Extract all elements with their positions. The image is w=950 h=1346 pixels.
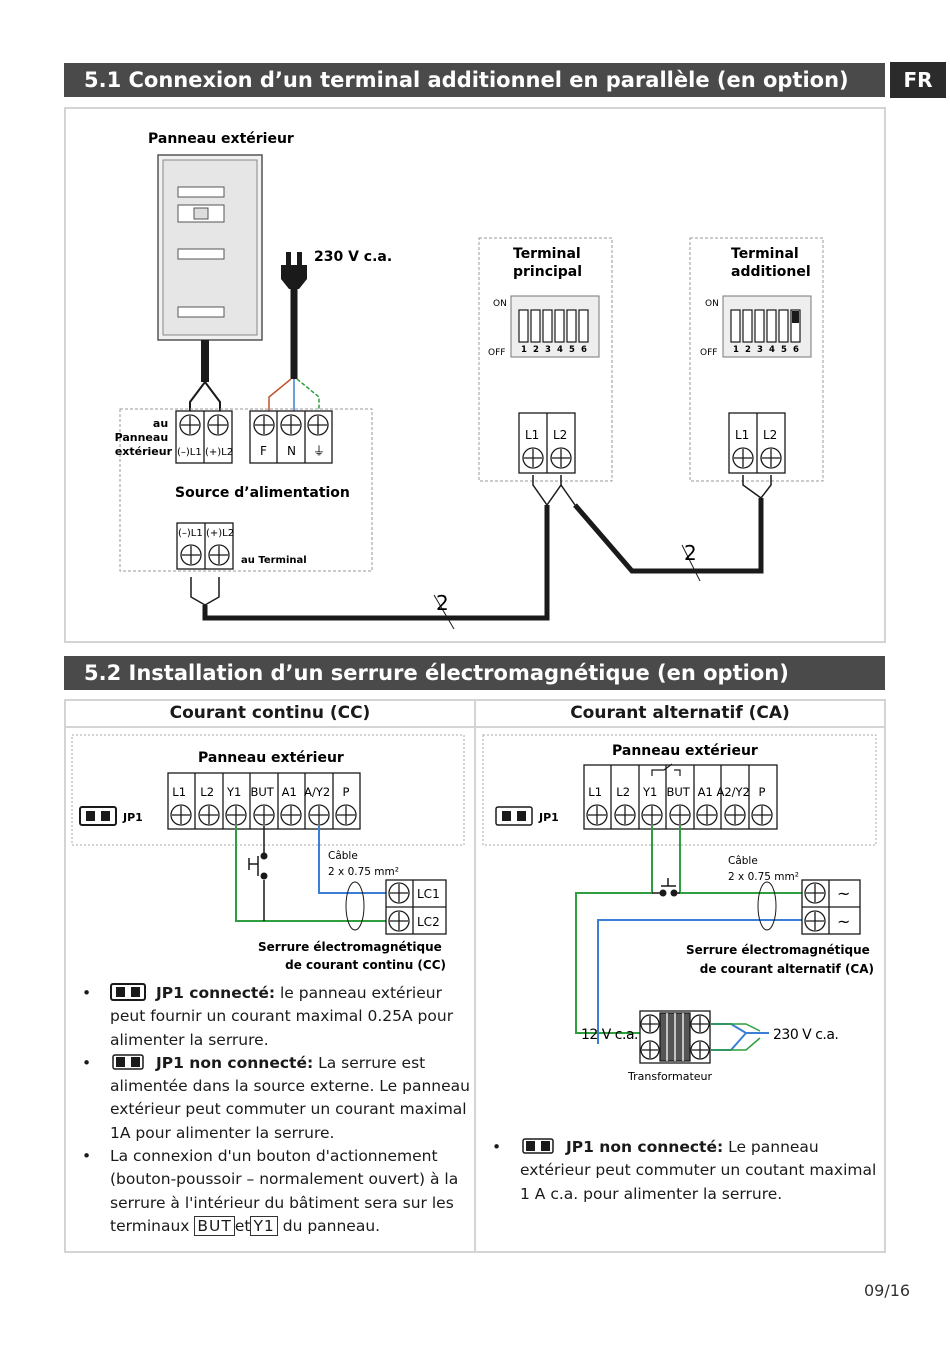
dc-panel-label: Panneau extérieur [198,750,344,766]
dc-lock-terminals [385,879,447,935]
language-tab: FR [890,62,946,98]
ac-blue-wire [597,919,804,1044]
svg-text:Serrure électromagnétique: Serrure électromagnétique de courant con… [258,940,446,972]
ac-terminal-strip [583,764,778,830]
svg-text:L1: L1 [525,428,539,442]
dc-push-button [248,856,259,876]
header-rule [65,726,885,728]
but-terminal-ref: BUT [194,1215,235,1236]
mains-voltage-label: 230 V c.a. [314,249,392,265]
svg-text:OFF: OFF [700,348,717,358]
power-source-frame [119,408,373,572]
main-terminal-screws [518,412,576,474]
secondary-voltage-label: 12 V c.a. [581,1027,638,1043]
svg-text:F: F [260,444,267,458]
dc-terminal-strip [167,772,361,830]
section-title-5-1: 5.1 Connexion d’un terminal additionnel … [64,63,885,97]
main-terminal-frame [478,237,613,482]
ac-lock-terminals [801,879,861,935]
svg-text:Câble 2 x 0.75 mm²: Câble 2 x 0.75 mm² [728,855,799,883]
svg-text:LC1: LC1 [417,887,440,901]
ac-jp1-jumper [495,806,533,826]
jumper-closed-icon [110,983,146,1001]
svg-text:L1: L1 [735,428,749,442]
svg-text:L2: L2 [763,428,777,442]
power-source-label: Source d’alimentation [175,485,350,501]
dc-green-wire [235,826,388,922]
dc-lock-diagram: Panneau extérieur JP1 L1 L2 Y1 BUT A1 A/… [71,734,465,972]
svg-text:L2: L2 [553,428,567,442]
svg-text:~: ~ [837,912,850,931]
ac-green-wire [575,826,653,1034]
svg-text:(+)L2: (+)L2 [205,447,233,458]
svg-text:~: ~ [837,884,850,903]
jumper-open-icon [522,1138,554,1154]
to-terminal-label: au Terminal [241,555,307,566]
svg-text:ON: ON [493,299,507,309]
svg-text:JP1: JP1 [538,811,559,824]
svg-text:L1 L2 Y1 BUT A: L1 L2 Y1 BUT A1 A/Y2 P [172,785,349,799]
page-number: 09/16 [864,1281,911,1300]
svg-text:Câble 2 x 0.75 mm²: Câble 2 x 0.75 mm² [328,850,399,878]
column-divider [474,700,476,1252]
main-dip-switch [510,295,600,358]
svg-text:Serrure électromagnétique: Serrure électromagnétique de courant alt… [686,943,874,976]
bus-wire [202,505,550,621]
diagram-5-1-frame [64,107,886,643]
ac-column-title: Courant alternatif (CA) [570,703,790,723]
svg-text:LC2: LC2 [417,915,440,929]
jumper-open-icon [110,1052,146,1071]
wire-count-1: 2 [436,591,449,615]
dc-jp1-jumper [79,806,117,826]
svg-text:OFF: OFF [488,348,505,358]
dc-note-push-button: • La connexion d'un bouton d'actionnemen… [82,1147,459,1236]
section-title-5-2: 5.2 Installation d’un serrure électromag… [64,656,885,690]
svg-text:JP1: JP1 [122,811,143,824]
parallel-terminal-diagram: Panneau extérieur 230 V c.a. au Panneau … [115,131,824,630]
dc-note-jp1-connected: • JP1 connecté: le panneau extérieur peu… [82,983,454,1049]
dc-note-jp1-open: • JP1 non connecté: La serrure est alime… [82,1052,470,1142]
psu-mains-terminals [249,410,333,464]
primary-voltage-label: 230 V c.a. [773,1027,838,1043]
dc-notes: • JP1 connecté: le panneau extérieur peu… [66,982,470,1238]
svg-text:(–)L1: (–)L1 [177,447,202,458]
svg-text:⏚: ⏚ [313,444,325,458]
outdoor-panel-label: Panneau extérieur [148,131,294,147]
svg-text:(–)L1: (–)L1 [178,528,203,539]
transformer-label: Transformateur [627,1070,713,1083]
ac-note-jp1-open: • JP1 non connecté: Le panneau extérieur… [492,1138,877,1203]
ac-panel-label: Panneau extérieur [612,743,758,759]
svg-text:au Panneau extérieur: au Panneau extérieur [115,417,173,458]
psu-terminal-terminals [176,522,234,570]
psu-panel-terminals [175,410,233,464]
ac-lock-diagram: Panneau extérieur JP1 L1 L2 Y1 BUT A1 A2… [482,734,877,1083]
dc-blue-wire [318,826,388,894]
add-dip-switch [722,295,812,358]
ac-notes: • JP1 non connecté: Le panneau extérieur… [476,1136,880,1206]
svg-text:N: N [287,444,296,458]
y1-terminal-ref: Y1 [250,1215,278,1236]
svg-text:ON: ON [705,299,719,309]
svg-text:(+)L2: (+)L2 [206,528,234,539]
wire-count-2: 2 [684,541,697,565]
outdoor-panel-device [157,154,263,412]
add-terminal-screws [728,412,786,474]
dc-column-title: Courant continu (CC) [169,703,371,723]
parallel-wire [573,498,764,574]
ac-push-button [661,878,676,887]
svg-text:Terminal principal: Terminal principal [513,246,586,280]
add-terminal-frame [689,237,824,482]
mains-plug [268,252,320,412]
svg-text:Terminal additionel: Terminal additionel [731,246,811,280]
transformer [639,1010,711,1064]
svg-text:L1 L2 Y1 BUT A: L1 L2 Y1 BUT A1 A2/Y2 P [588,785,765,799]
